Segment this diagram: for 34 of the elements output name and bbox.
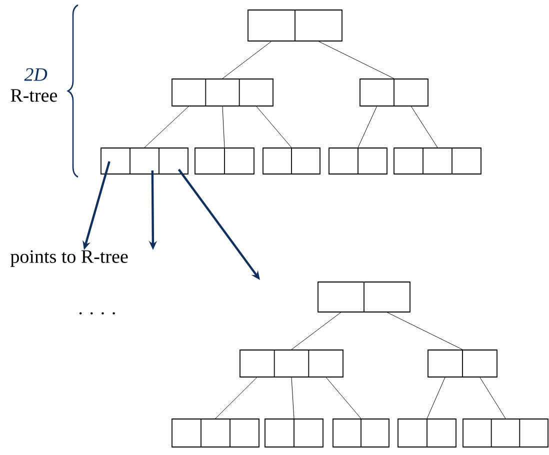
tree-line — [222, 41, 272, 79]
tree-node-box — [328, 148, 388, 174]
tree-node-box — [262, 148, 320, 174]
tree-node-box — [428, 350, 498, 378]
tree-line — [222, 106, 225, 148]
tree-line — [318, 41, 394, 79]
tree-node-box — [360, 78, 428, 106]
tree-line — [326, 377, 362, 419]
tree-node-box — [240, 350, 344, 378]
tree-line — [410, 106, 438, 148]
tree-node-box — [462, 418, 548, 448]
tree-node-box — [100, 148, 188, 174]
tree-node-box — [398, 418, 456, 448]
tree-node-box — [172, 418, 260, 448]
tree-node-box — [248, 10, 342, 42]
tree-line — [144, 106, 189, 148]
tree-node-box — [332, 418, 390, 448]
tree-node-box — [394, 148, 482, 174]
tree-line — [426, 377, 446, 419]
tree-line — [480, 377, 506, 419]
tree-line — [291, 312, 342, 350]
tree-node-box — [172, 78, 274, 106]
tree-node-box — [264, 418, 324, 448]
tree-line — [358, 106, 378, 148]
tree-node-box — [318, 282, 410, 312]
tree-line — [386, 312, 463, 350]
tree-node-box — [194, 148, 254, 174]
label-text: points to R-tree — [10, 250, 128, 267]
label-text: 2D — [24, 68, 48, 81]
label-text: R-tree — [10, 89, 58, 102]
dots: . . . . — [79, 312, 115, 314]
tree-line — [215, 377, 258, 419]
tree-line — [256, 106, 292, 148]
tree-line — [291, 377, 294, 419]
